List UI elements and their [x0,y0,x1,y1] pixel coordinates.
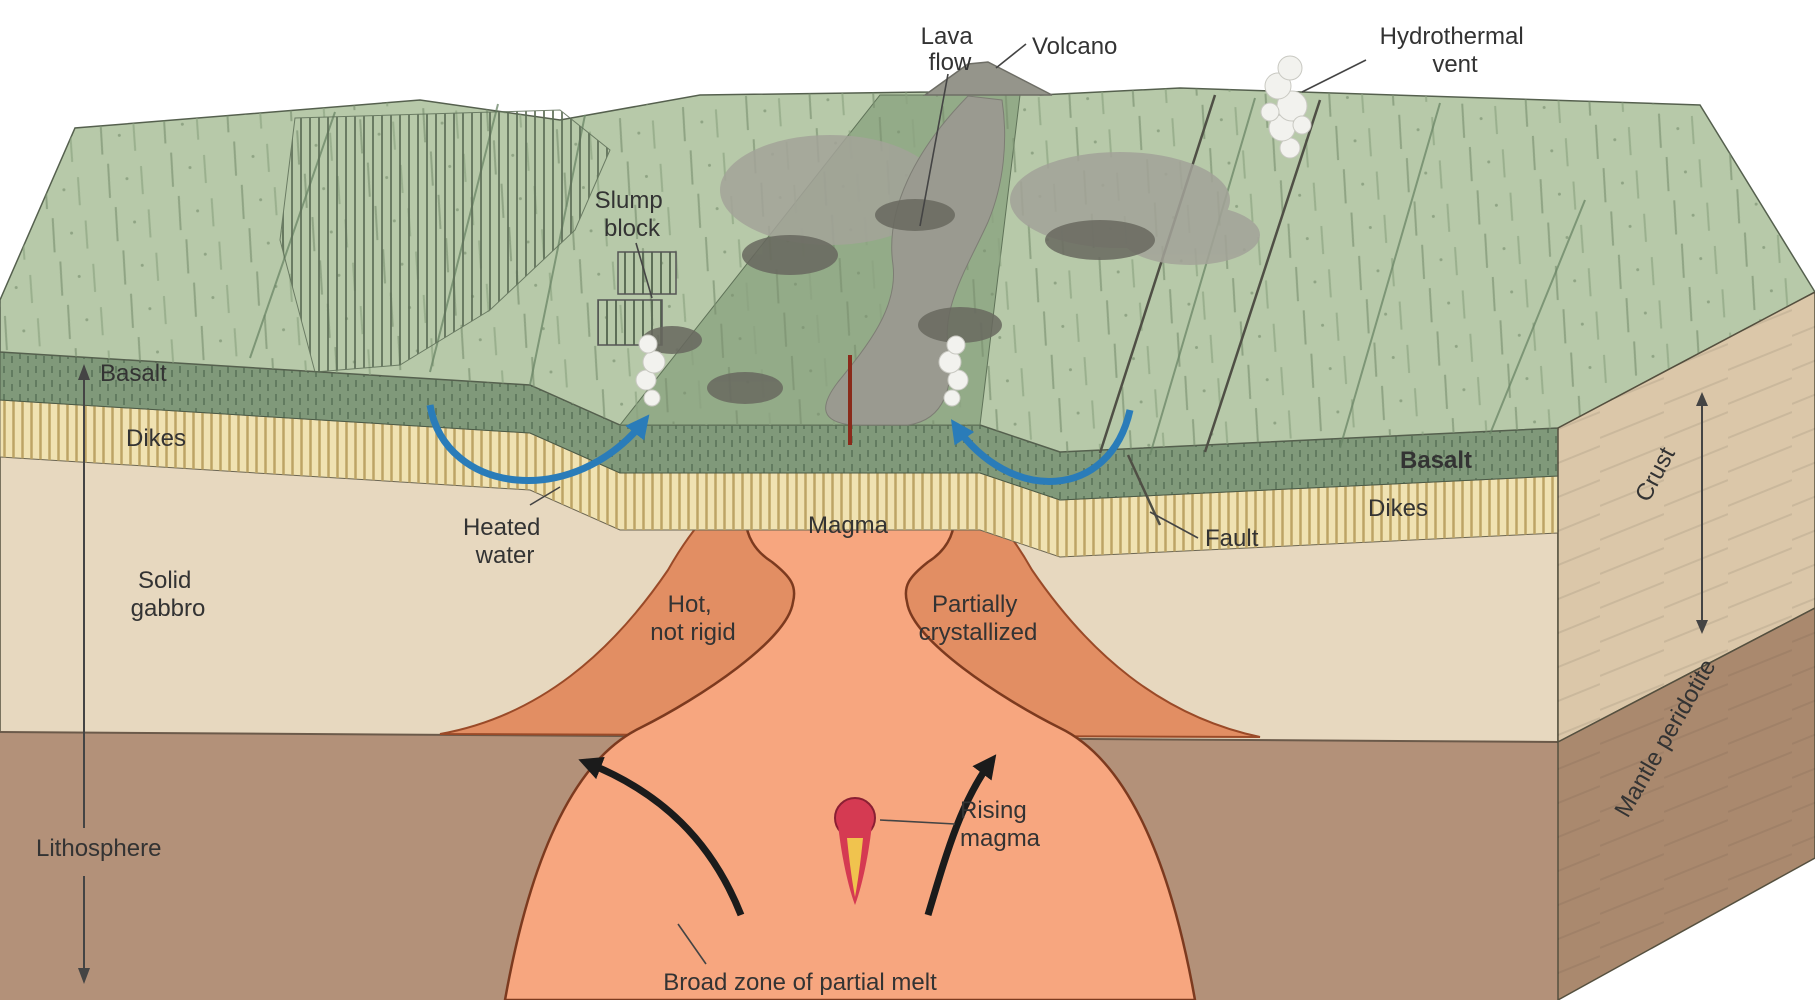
lava-flow-field [825,95,1006,426]
label-broad-zone: Broad zone of partial melt [663,969,937,996]
leader-slump-block [635,242,653,299]
fault-line [1203,99,1322,453]
lava-dark-patch [875,199,955,231]
basalt-layer-texture [0,352,1558,500]
label-rising-magma: Rising magma [960,797,1041,852]
leader-lines [529,43,1367,965]
label-basalt-right: Basalt [1400,447,1472,474]
leader-fault [1149,511,1199,539]
magma-plume [503,426,1197,1000]
label-hot-not-rigid: Hot, not rigid [650,591,735,646]
label-volcano: Volcano [1032,33,1117,60]
label-dikes-left: Dikes [126,425,186,452]
leader-lava-flow [919,73,949,227]
hydrothermal-vent-smoke [1260,55,1312,159]
ridge-line [1339,102,1441,449]
label-lava-flow: Lava flow [921,23,980,76]
lava-dark-patch [742,235,838,275]
dikes-layer-texture [0,400,1558,557]
crust-extent-arrow [1696,392,1708,634]
leader-broad-zone [677,923,707,965]
label-magma: Magma [808,512,889,539]
label-fault: Fault [1205,525,1259,552]
fault-line-front [1126,454,1162,526]
label-lithosphere: Lithosphere [36,835,161,862]
side-face-mantle-texture [1558,608,1815,1000]
slump-blocks [597,251,677,346]
ridge-line [1149,97,1256,456]
ridge-line [1489,199,1586,435]
rising-magma-drop [834,797,876,905]
label-dikes-right: Dikes [1368,495,1428,522]
leader-volcano [995,43,1027,69]
label-hydrothermal-vent: Hydrothermal vent [1380,23,1531,78]
lava-dark-patches [642,199,1155,404]
smoke-puffs-left [635,334,666,407]
label-slump-block: Slump block [595,187,670,242]
mantle-flow-arrow-right [924,754,997,917]
side-face-crust-texture [1558,292,1815,742]
leader-hydrothermal-vent [1301,59,1367,93]
label-solid-gabbro: Solid gabbro [131,567,206,622]
heated-water-arrow-left [426,404,650,484]
label-heated-water: Heated water [463,514,547,569]
label-basalt-left: Basalt [100,360,167,387]
fault-line [1098,94,1217,454]
leader-heated-water [529,486,561,506]
leader-rising-magma [879,819,956,825]
lava-dark-patch [918,307,1002,343]
volcano-cone [922,61,1053,96]
cliff-hatch-zone [279,109,611,373]
slump-block [617,251,677,295]
fault-lines [1098,94,1322,454]
mantle-flow-arrows [578,754,997,917]
mantle-flow-arrow-left [578,756,745,917]
heated-water-arrow-right [950,409,1134,485]
label-partially-crystallized: Partially crystallized [919,591,1038,646]
lava-dark-patch [707,372,783,404]
lithosphere-extent-arrow [78,364,90,984]
lava-dark-patch [1045,220,1155,260]
smoke-puffs-right [938,335,969,407]
lava-lobe [1120,205,1260,265]
